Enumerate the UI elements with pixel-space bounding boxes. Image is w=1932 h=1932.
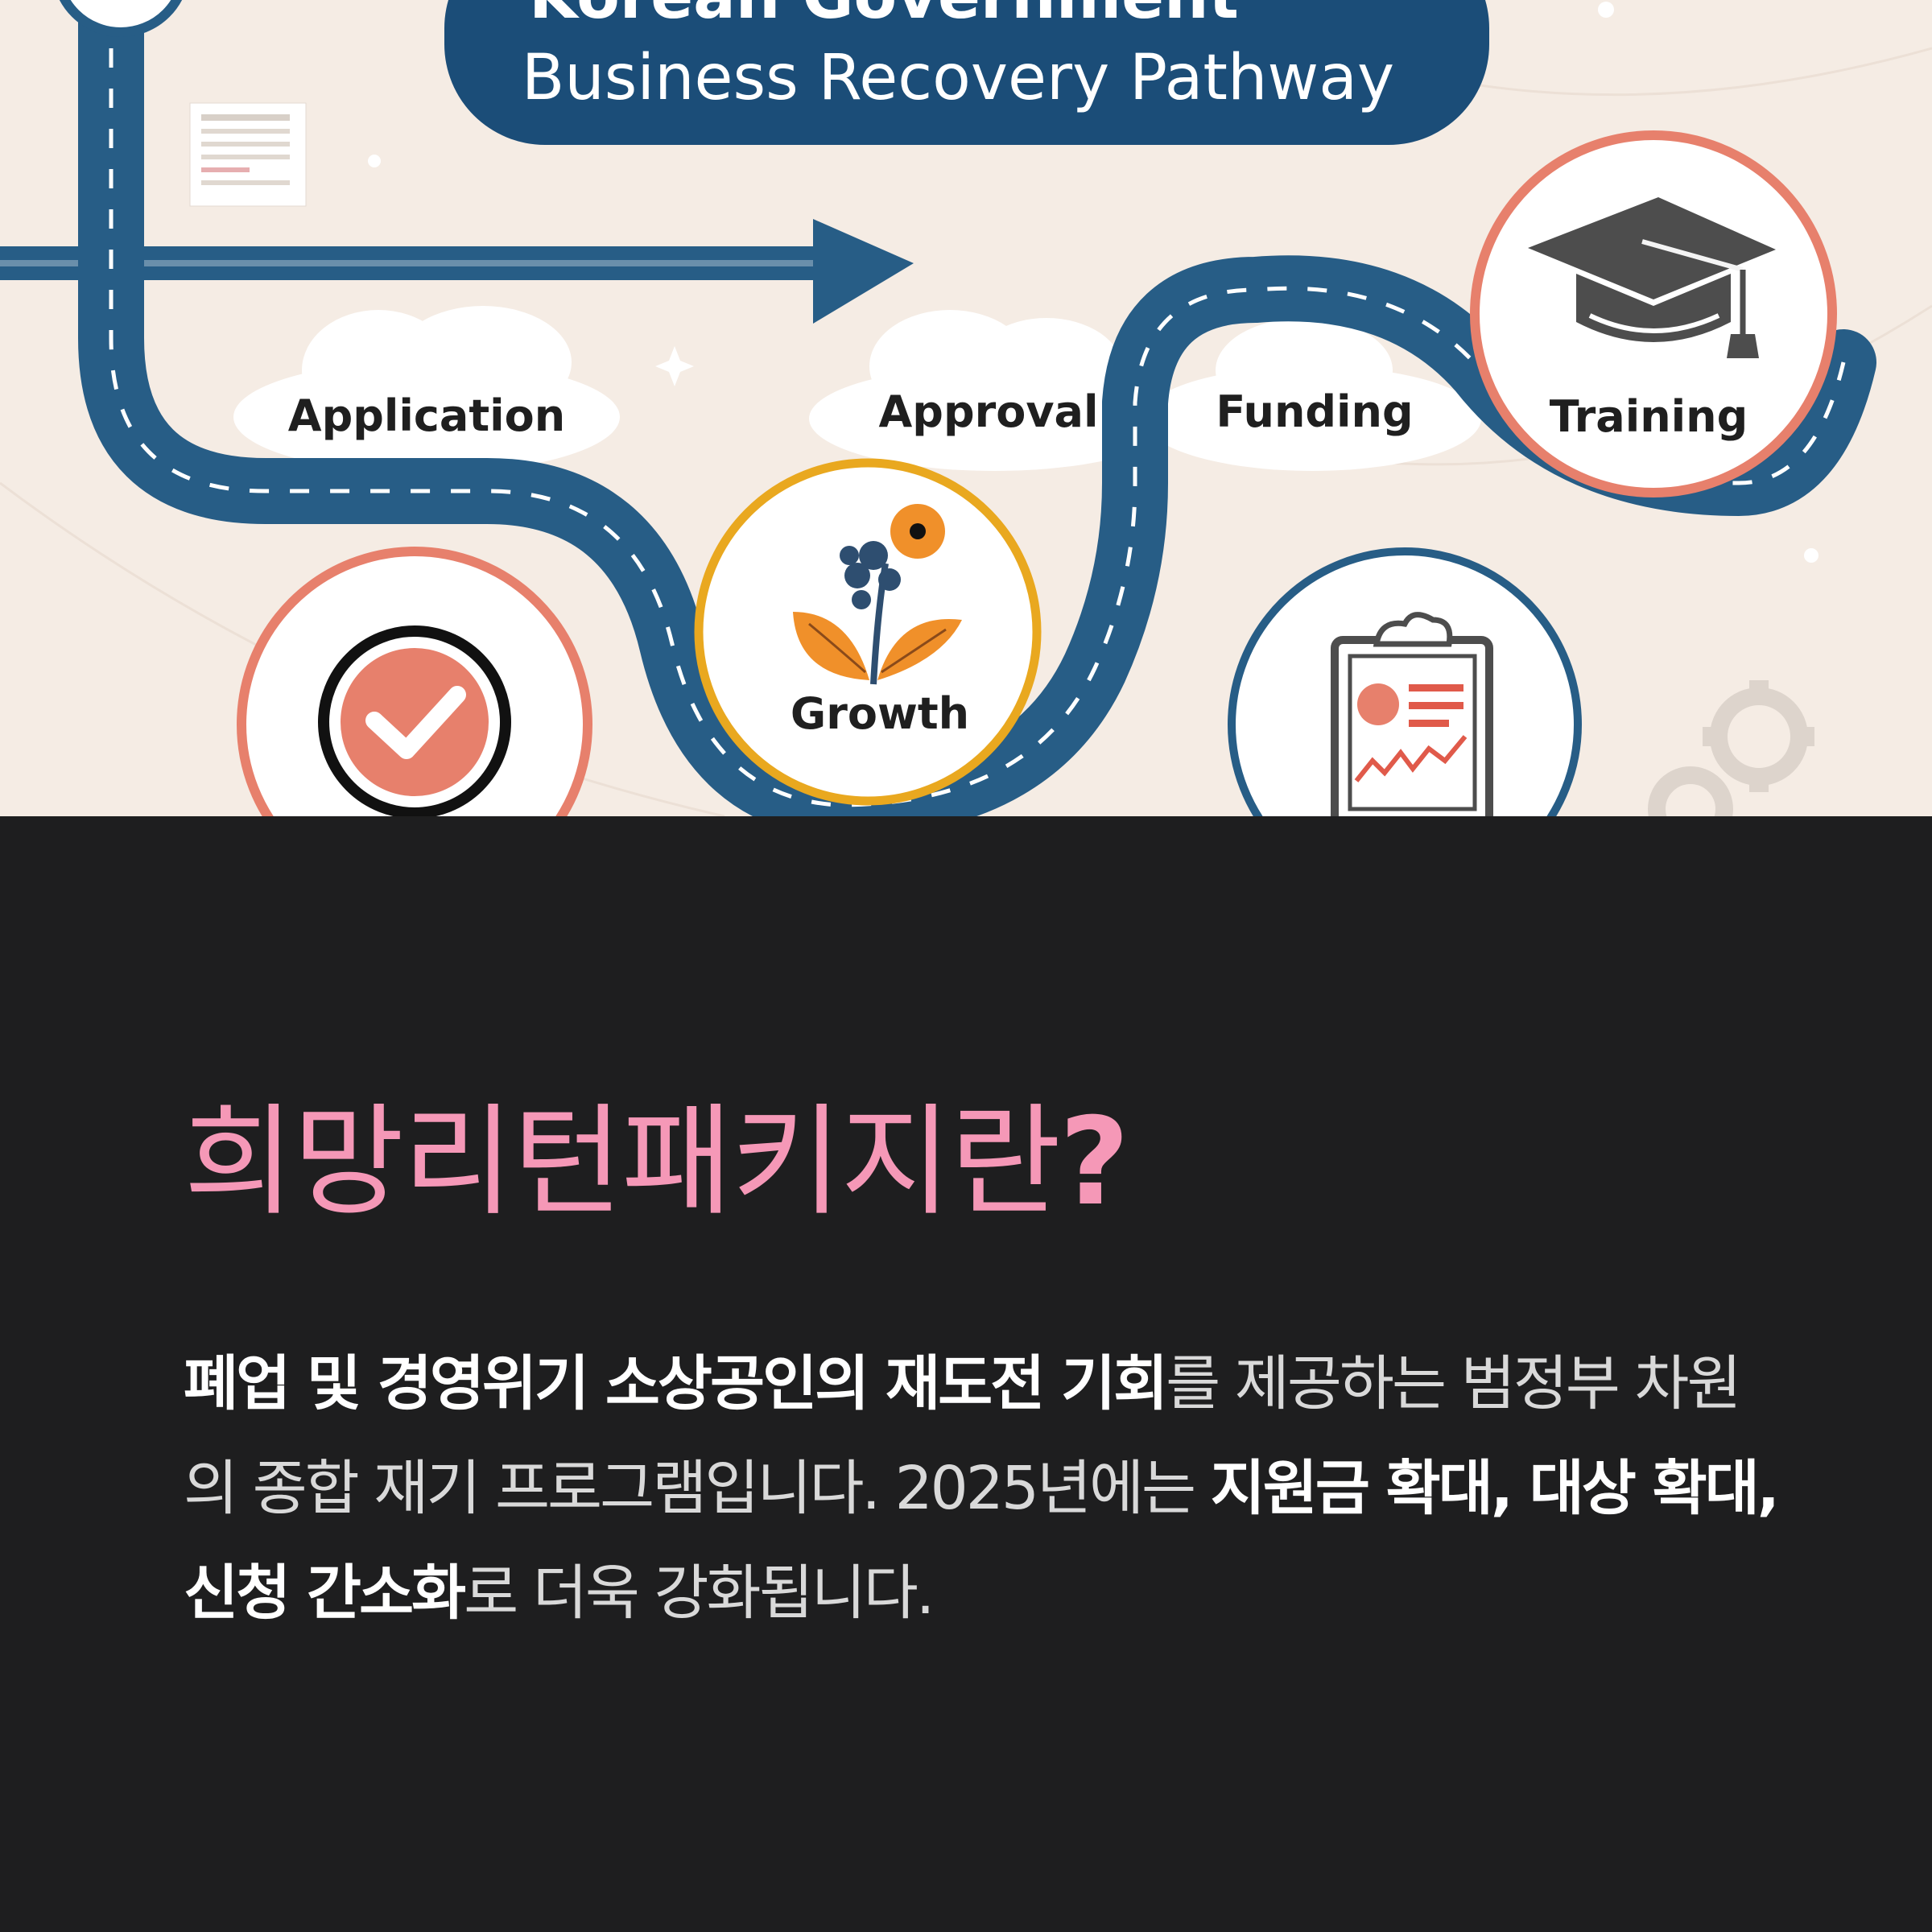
title-text: 희망리턴패키지란: [184, 1092, 1061, 1232]
application-node: [237, 547, 592, 816]
description-emphasis-2: 지원금 확대, 대상 확대, 신청 간소화: [184, 1454, 1780, 1628]
description-text-1: 를 제공하는 범정부 차원의 종합 재기 프로그램입니다. 2025년에는: [184, 1349, 1742, 1523]
banner-title-line1: Korean Government: [529, 0, 1239, 33]
step-label-growth: Growth: [791, 688, 969, 739]
training-node: Training: [1470, 130, 1837, 497]
start-node: [59, 0, 183, 37]
description-text-2: 로 더욱 강화됩니다.: [464, 1558, 935, 1628]
content-section: 희망리턴패키지란? 폐업 및 경영위기 소상공인의 재도전 기회를 제공하는 범…: [0, 816, 1932, 1932]
checkmark-icon: [365, 686, 466, 759]
hero-illustration: Korean Government Business Recovery Path…: [0, 0, 1932, 816]
cloud-approval: [809, 310, 1179, 471]
document-thumbnail: [189, 102, 307, 207]
cloud-funding: [1143, 318, 1481, 471]
page-title: 희망리턴패키지란?: [184, 1102, 1129, 1223]
banner-title-line2: Business Recovery Pathway: [522, 42, 1394, 114]
sparkle-icon: [655, 346, 694, 386]
title-question-mark: ?: [1059, 1092, 1129, 1232]
clipboard-chart-icon: [1331, 612, 1493, 816]
title-banner: Korean Government Business Recovery Path…: [444, 0, 1489, 145]
growth-node: Growth: [694, 458, 1042, 806]
step-label-application: Application: [288, 390, 565, 441]
funding-node: [1228, 547, 1582, 816]
plant-flower-icon: [793, 504, 962, 685]
step-label-training: Training: [1550, 391, 1748, 442]
description: 폐업 및 경영위기 소상공인의 재도전 기회를 제공하는 범정부 차원의 종합 …: [184, 1331, 1785, 1645]
cloud-application: [233, 306, 620, 473]
description-emphasis-1: 폐업 및 경영위기 소상공인의 재도전 기회: [184, 1349, 1168, 1418]
step-label-funding: Funding: [1216, 386, 1413, 437]
step-label-approval: Approval: [879, 386, 1099, 437]
graduation-cap-icon: [1528, 197, 1776, 358]
